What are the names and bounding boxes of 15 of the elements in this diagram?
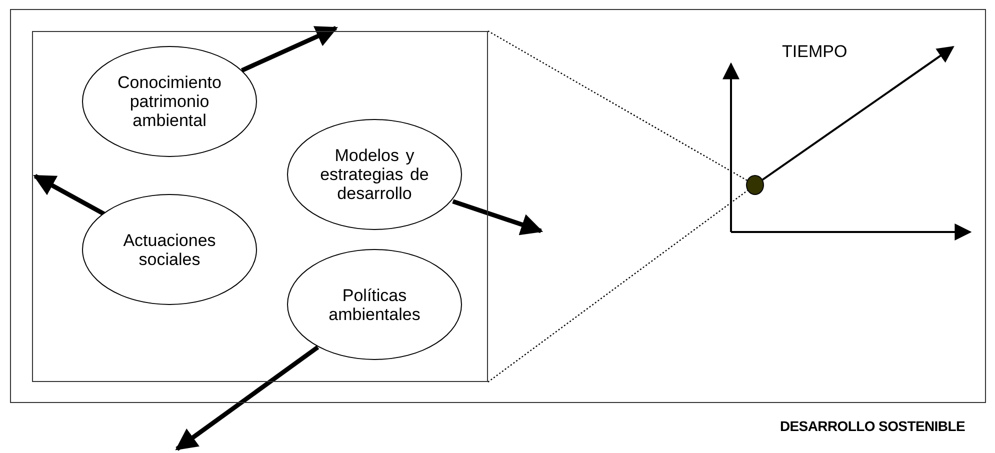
arrow bbox=[452, 199, 544, 236]
dotted-line bbox=[488, 30, 748, 181]
node-text: Actuaciones sociales bbox=[122, 230, 217, 268]
arrow bbox=[762, 46, 954, 181]
node-text: Modelos y estrategias de desarrollo bbox=[319, 146, 430, 203]
arrow bbox=[240, 26, 338, 72]
arrow bbox=[33, 174, 106, 216]
diagram-caption: DESARROLLO SOSTENIBLE bbox=[780, 418, 965, 434]
axis-label: TIEMPO bbox=[782, 42, 848, 62]
inner-frame bbox=[32, 30, 488, 382]
dotted-line bbox=[488, 190, 748, 382]
node-text: Políticas ambientales bbox=[328, 286, 422, 324]
node-text: Conocimiento patrimonio ambiental bbox=[116, 73, 222, 130]
arrow bbox=[175, 345, 320, 451]
point-marker bbox=[746, 174, 764, 194]
